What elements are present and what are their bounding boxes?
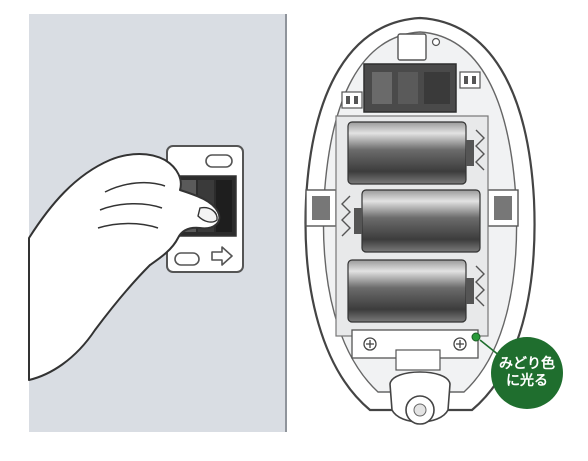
led-callout-line2: に光る <box>506 373 548 389</box>
battery-bottom <box>347 259 485 323</box>
battery-device <box>304 16 536 425</box>
led-callout-line1: みどり色 <box>499 356 555 372</box>
badge-circle <box>491 337 563 409</box>
battery-middle <box>341 189 481 253</box>
status-led <box>471 332 481 342</box>
right-arrow-icon <box>211 246 233 266</box>
battery-top <box>347 121 485 185</box>
led-callout-label: みどり色 に光る <box>493 356 561 390</box>
hand <box>28 153 221 381</box>
